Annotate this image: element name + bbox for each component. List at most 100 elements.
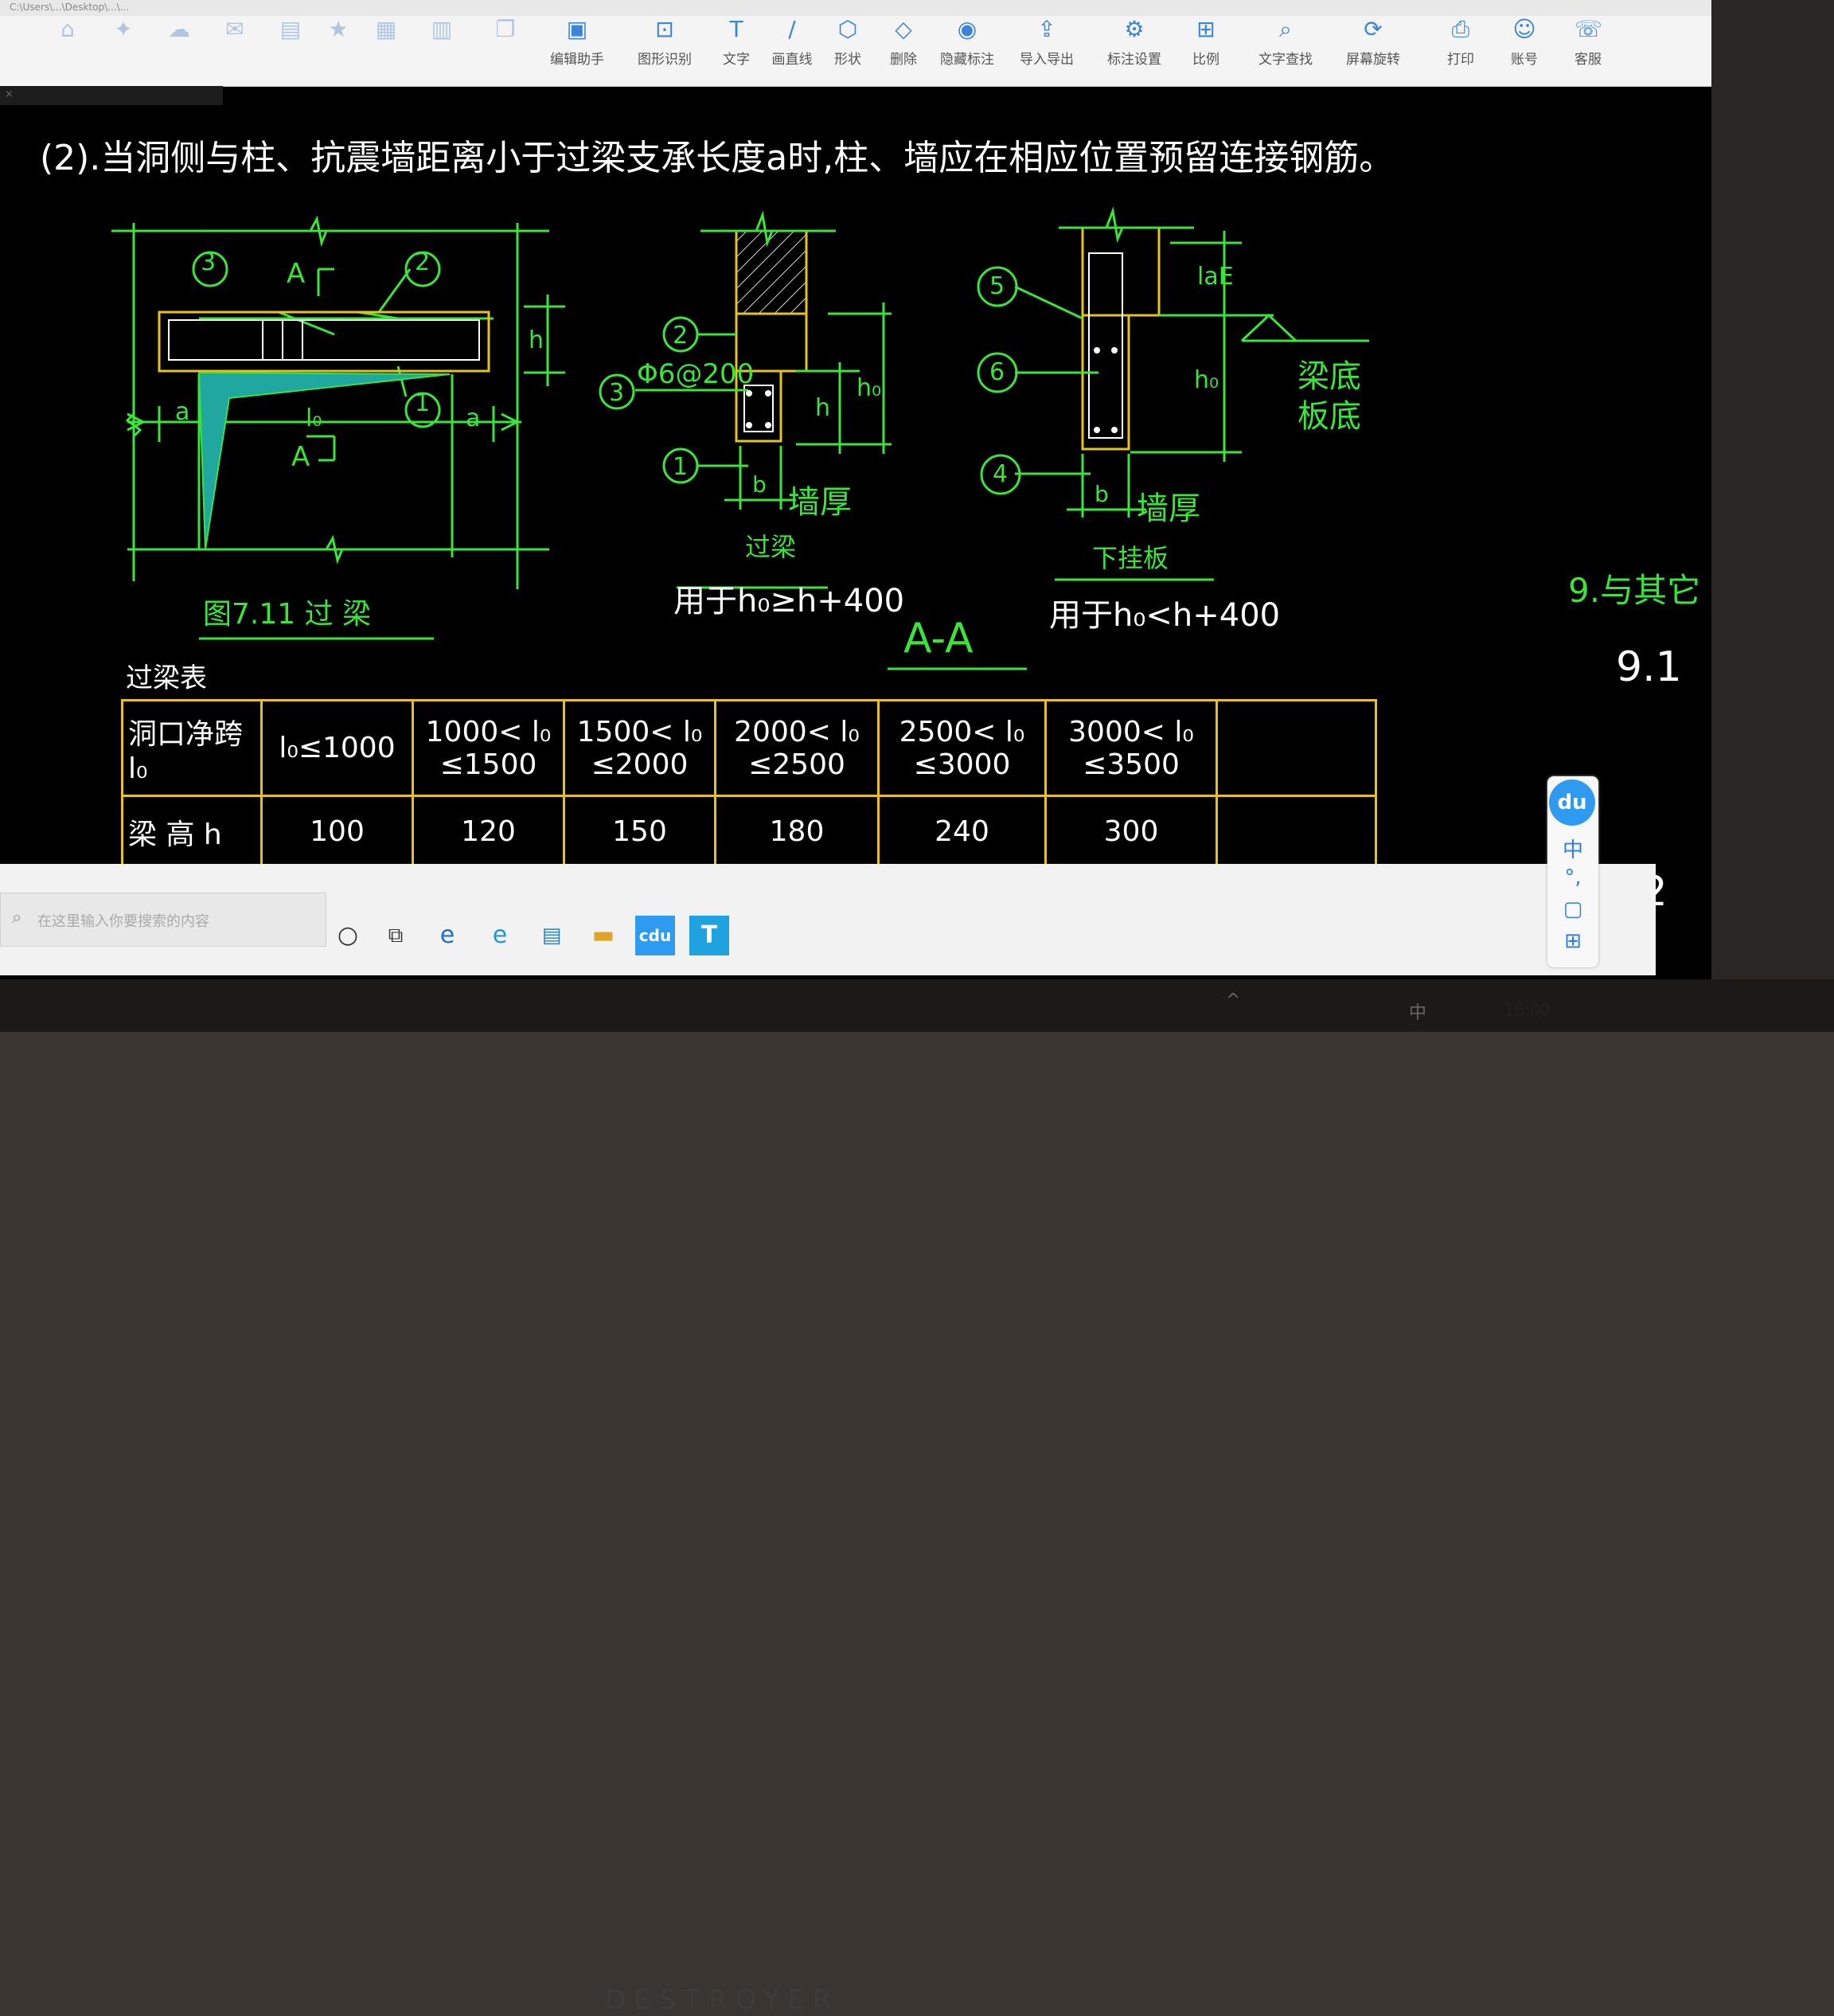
tool-pin[interactable]: ✦ [88, 16, 159, 83]
screen-rotate-icon: ⟳ [1364, 16, 1383, 42]
tool-support[interactable]: ☏ 客服 [1552, 16, 1624, 83]
section-mark-a-bottom: A [291, 441, 310, 473]
ime-lang[interactable]: 中 [1562, 838, 1583, 862]
edge-icon[interactable]: e [492, 921, 508, 949]
taskbar-search-input[interactable]: ⌕ 在这里输入你要搜索的内容 [0, 893, 326, 947]
section1-dim-h0: h₀ [857, 374, 882, 402]
title-bar: C:\Users\...\Desktop\...\... [0, 0, 1711, 16]
marker-1-elev [404, 392, 441, 428]
tool-print[interactable]: ⎙打印 [1425, 16, 1496, 83]
section1-marker-2: 2 [673, 322, 689, 350]
tool-label: 图形识别 [638, 52, 692, 68]
cad-drawing[interactable] [0, 0, 1711, 979]
span-cell: 1500< l₀ ≤2000 [563, 699, 716, 797]
ime-punct[interactable]: °, [1564, 865, 1582, 889]
tray-show-hidden[interactable]: ^ [1226, 990, 1241, 1010]
span-cell: l₀≤1000 [260, 699, 414, 797]
tool-label: 文字查找 [1258, 52, 1313, 68]
height-cell: 100 [260, 795, 414, 869]
tool-label: 打印 [1447, 52, 1474, 68]
dim-a-right: a [466, 404, 481, 432]
tool-eraser[interactable]: ◇删除 [868, 16, 939, 83]
section1-dim-h: h [815, 394, 831, 422]
document-tab-label: × [5, 88, 14, 100]
section2-dim-lae: laE [1197, 263, 1234, 291]
tool-stats[interactable]: ▥ [406, 16, 478, 83]
tool-save[interactable]: ▤ [255, 16, 326, 83]
ime-logo[interactable]: du [1549, 779, 1595, 826]
monitor-screen: C:\Users\...\Desktop\...\... ⌂ ✦ ☁✉ ▤ ★▦ ▥ ❐ ▣ 编… [0, 0, 1711, 979]
section1-marker-1: 1 [673, 453, 689, 481]
home-icon: ⌂ [60, 16, 75, 42]
tool-text-search[interactable]: ⌕文字查找 [1250, 16, 1321, 83]
tool-label: 删除 [890, 52, 917, 68]
t-app-icon[interactable]: T [689, 916, 729, 955]
monitor-bezel-right [1711, 0, 1834, 1032]
cortana-icon[interactable]: ○ [337, 921, 359, 949]
stats-icon: ▥ [431, 16, 453, 42]
vip-icon: ★ [328, 16, 349, 42]
section2-dim-b: b [1095, 481, 1109, 507]
ime-skin[interactable]: ▢ [1563, 897, 1583, 921]
tool-shape-tool[interactable]: ⬡形状 [812, 16, 884, 83]
account-icon: ☺ [1512, 16, 1536, 42]
tool-label: 编辑助手 [550, 52, 604, 68]
tool-screen-rotate[interactable]: ⟳ 屏幕旋转 [1337, 16, 1409, 83]
taskbar-clock[interactable]: 16:00 [1504, 1000, 1551, 1019]
ime-panel[interactable]: du 中 °, ▢ ⊞ [1547, 776, 1598, 967]
ime-menu[interactable]: ⊞ [1564, 929, 1582, 953]
section1-dim-b: b [752, 471, 767, 498]
tool-compare[interactable]: ❐ [470, 16, 541, 83]
monitor-bezel-bottom: DESTROYER [0, 979, 1834, 2016]
explorer-icon[interactable]: ▬ [591, 921, 615, 949]
tool-home[interactable]: ⌂ [32, 16, 103, 83]
tool-account[interactable]: ☺账号 [1489, 16, 1560, 83]
edit-assistant-icon: ▣ [566, 16, 588, 42]
marker-1-label: 1 [415, 389, 431, 417]
section2-label: 下挂板 [1092, 543, 1169, 573]
tool-cloud[interactable]: ☁ [143, 16, 215, 83]
tool-shape-recognize[interactable]: ⊡ 图形识别 [629, 16, 700, 83]
store-icon[interactable]: ▤ [541, 924, 562, 947]
section-hanging-slab [199, 206, 1369, 670]
height-cell: 300 [1044, 795, 1218, 869]
span-cell: 2500< l₀ ≤3000 [877, 699, 1047, 797]
section-lintel [599, 210, 892, 589]
note-9: 9.与其它 [1568, 571, 1701, 610]
dim-h-elev: h [529, 326, 544, 354]
document-tab[interactable]: × [0, 86, 223, 105]
tool-vip[interactable]: ★ [302, 16, 374, 83]
pin-icon: ✦ [114, 16, 133, 42]
tool-label: 屏幕旋转 [1346, 52, 1400, 68]
tool-hide-annotation[interactable]: ◉隐藏标注 [931, 16, 1003, 83]
tool-edit-assistant[interactable]: ▣ 编辑助手 [541, 16, 613, 83]
compare-icon: ❐ [495, 16, 516, 42]
tool-chat[interactable]: ✉ [199, 16, 271, 83]
tool-import-export[interactable]: ⇪导入导出 [1011, 16, 1083, 83]
tool-label: 客服 [1575, 52, 1602, 68]
ie-icon[interactable]: e [439, 921, 455, 949]
monitor-brand: DESTROYER [605, 1984, 840, 2016]
table-row-height: 梁 高 h 100 120 150 180 240 300 [121, 795, 1377, 869]
section-mark-a-top: A [287, 258, 306, 290]
tool-annotation-settings[interactable]: ⚙标注设置 [1098, 16, 1170, 83]
shape-recognize-icon: ⊡ [655, 16, 674, 42]
section2-marker-6: 6 [989, 358, 1005, 386]
du-app-icon[interactable]: cdu [635, 916, 675, 955]
section1-label: 过梁 [745, 532, 797, 562]
tray-lang[interactable]: 中 [1409, 1003, 1427, 1023]
tool-label: 导入导出 [1020, 52, 1074, 68]
task-view-icon[interactable]: ⧉ [388, 924, 404, 947]
height-cell [1216, 795, 1377, 869]
app-toolbar: C:\Users\...\Desktop\...\... ⌂ ✦ ☁✉ ▤ ★▦ ▥ ❐ ▣ 编… [0, 0, 1711, 87]
tool-line-tool[interactable]: /画直线 [756, 16, 828, 83]
marker-2-elev [404, 251, 441, 287]
shape-tool-icon: ⬡ [837, 16, 858, 42]
tool-scale[interactable]: ⊞比例 [1170, 16, 1242, 83]
save-icon: ▤ [279, 16, 302, 42]
annotation-settings-icon: ⚙ [1124, 16, 1145, 42]
support-icon: ☏ [1575, 16, 1603, 42]
stirrup-spec: Φ6@200 [637, 358, 755, 390]
tool-measure[interactable]: ▦ [350, 16, 422, 83]
